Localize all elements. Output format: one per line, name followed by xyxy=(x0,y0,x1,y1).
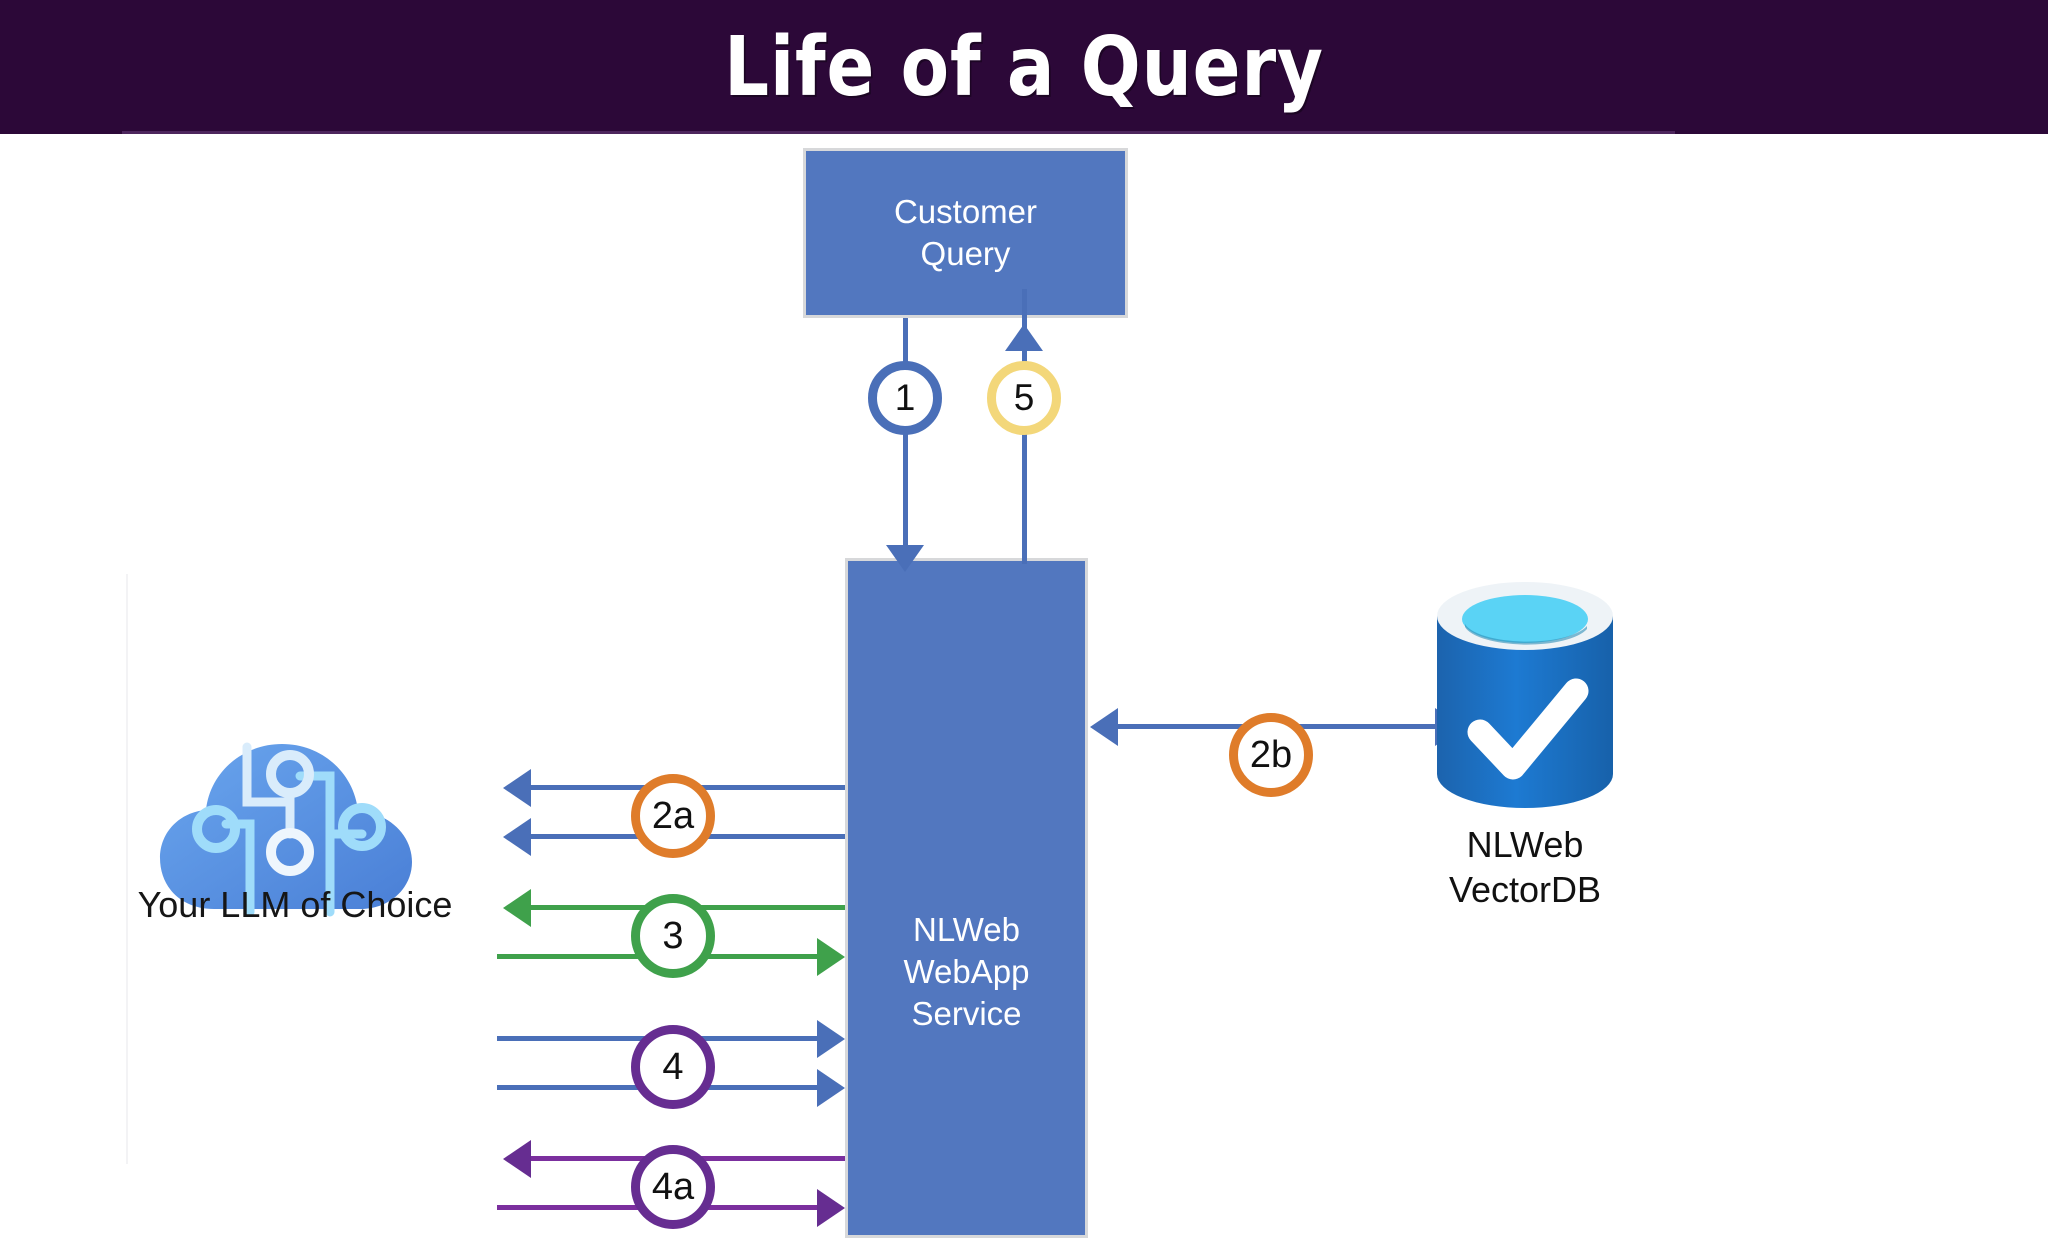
step-badge-4a[interactable]: 4a xyxy=(631,1145,715,1229)
step-badge-4a-label: 4a xyxy=(651,1165,695,1208)
edge-step-5-arrowhead xyxy=(1005,324,1043,351)
edge-step-4a-arrowhead-top xyxy=(503,1140,531,1178)
edge-step-1-arrowhead xyxy=(886,545,924,572)
step-badge-1[interactable]: 1 xyxy=(868,361,942,435)
edge-step-4-arrowhead-top xyxy=(817,1020,845,1058)
database-check-icon xyxy=(1437,582,1613,808)
edge-step-4a-arrowhead-bottom xyxy=(817,1189,845,1227)
slide-edge-rule xyxy=(126,574,128,1164)
title-banner: Life of a Query xyxy=(0,0,2048,134)
step-badge-2a-label: 2a xyxy=(651,794,695,837)
vector-db-label: NLWeb VectorDB xyxy=(1400,822,1650,912)
edge-step-2a-arrowhead-bottom xyxy=(503,818,531,856)
customer-query-label: Customer Query xyxy=(894,191,1037,275)
edge-step-2b-arrowhead-left xyxy=(1090,708,1118,746)
banner-underline xyxy=(122,131,1675,134)
step-badge-2b[interactable]: 2b xyxy=(1229,713,1313,797)
service-label-line3: Service xyxy=(911,995,1022,1033)
step-badge-5[interactable]: 5 xyxy=(987,361,1061,435)
step-badge-4-label: 4 xyxy=(662,1045,684,1088)
node-llm[interactable] xyxy=(140,694,440,994)
node-vector-db[interactable] xyxy=(1425,574,1625,824)
edge-step-3-arrowhead-bottom xyxy=(817,938,845,976)
node-nlweb-webapp-service[interactable]: NLWeb WebApp Service xyxy=(845,558,1088,1238)
vector-db-label-line1: NLWeb xyxy=(1466,824,1584,865)
service-label-line2: WebApp xyxy=(903,953,1030,991)
cloud-circuit-icon xyxy=(160,742,412,917)
step-badge-3-label: 3 xyxy=(662,914,684,957)
edge-step-2a-arrowhead-top xyxy=(503,769,531,807)
customer-query-label-line1: Customer xyxy=(893,192,1038,230)
step-badge-2b-label: 2b xyxy=(1249,733,1293,776)
edge-step-3-arrowhead-top xyxy=(503,889,531,927)
customer-query-label-line2: Query xyxy=(920,235,1011,272)
node-customer-query[interactable]: Customer Query xyxy=(803,148,1128,318)
step-badge-4[interactable]: 4 xyxy=(631,1025,715,1109)
step-badge-1-label: 1 xyxy=(894,377,916,418)
service-label-line1: NLWeb xyxy=(912,911,1020,948)
edge-step-1-line xyxy=(903,318,908,564)
step-badge-5-label: 5 xyxy=(1013,377,1035,418)
page-title: Life of a Query xyxy=(724,19,1324,115)
step-badge-2a[interactable]: 2a xyxy=(631,774,715,858)
service-label: NLWeb WebApp Service xyxy=(904,909,1030,1036)
step-badge-3[interactable]: 3 xyxy=(631,894,715,978)
vector-db-label-line2: VectorDB xyxy=(1448,869,1602,910)
edge-step-4-arrowhead-bottom xyxy=(817,1069,845,1107)
llm-label: Your LLM of Choice xyxy=(137,884,453,925)
diagram-canvas: Customer Query NLWeb WebApp Service 1 5 … xyxy=(0,134,2048,1238)
